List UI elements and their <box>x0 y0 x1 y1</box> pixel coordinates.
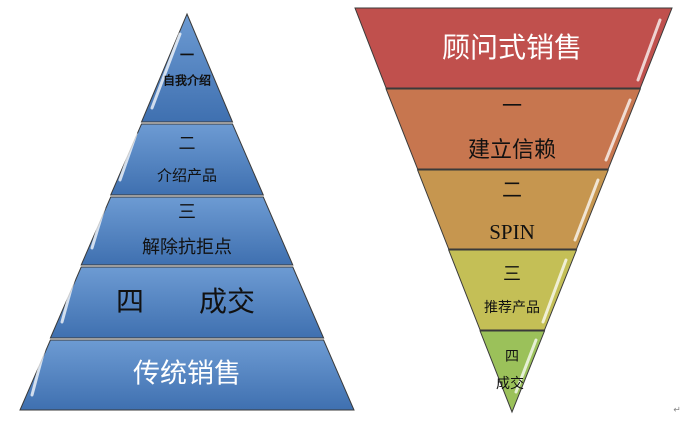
funnel-level-4-number: 四 <box>505 349 519 365</box>
funnel-top-label: 顾问式销售 <box>442 31 582 64</box>
funnel-level-2-number: 二 <box>502 178 522 202</box>
pyramid-level-4 <box>49 266 325 339</box>
funnel-level-4-label: 成交 <box>496 375 524 392</box>
pyramid-level-1-number: 一 <box>180 48 194 64</box>
pyramid-level-4-number: 四 <box>116 285 144 318</box>
consultative-sales-funnel: 顾问式销售 一 建立信赖 二 SPIN 三 推荐产品 四 成交 <box>354 7 673 414</box>
pyramid-level-4-label: 成交 <box>199 285 255 318</box>
funnel-level-3-number: 三 <box>503 264 521 285</box>
pyramid-level-1-label: 自我介绍 <box>163 73 211 88</box>
pyramid-level-2-number: 二 <box>179 134 196 154</box>
pyramid-level-2 <box>109 123 265 196</box>
pyramid-level-2-label: 介绍产品 <box>157 167 217 185</box>
funnel-level-1-number: 一 <box>502 94 522 118</box>
funnel-level-3-label: 推荐产品 <box>484 300 540 316</box>
funnel-top <box>354 7 673 89</box>
funnel-level-1 <box>385 88 642 170</box>
pyramid-level-3-number: 三 <box>178 202 196 223</box>
funnel-level-3 <box>447 249 578 331</box>
traditional-sales-pyramid: 一 自我介绍 二 介绍产品 三 解除抗拒点 四 成交 传统销售 <box>19 12 355 411</box>
pyramid-level-3-label: 解除抗拒点 <box>142 237 232 258</box>
paragraph-return-mark: ↵ <box>673 406 681 416</box>
funnel-level-2-label: SPIN <box>489 220 535 244</box>
funnel-level-4 <box>479 330 546 414</box>
pyramid-level-1 <box>140 12 234 123</box>
pyramid-base <box>19 339 355 411</box>
pyramid-base-label: 传统销售 <box>133 359 241 390</box>
funnel-level-1-label: 建立信赖 <box>468 138 556 163</box>
pyramid-level-3 <box>80 196 294 266</box>
funnel-level-2 <box>416 169 609 250</box>
